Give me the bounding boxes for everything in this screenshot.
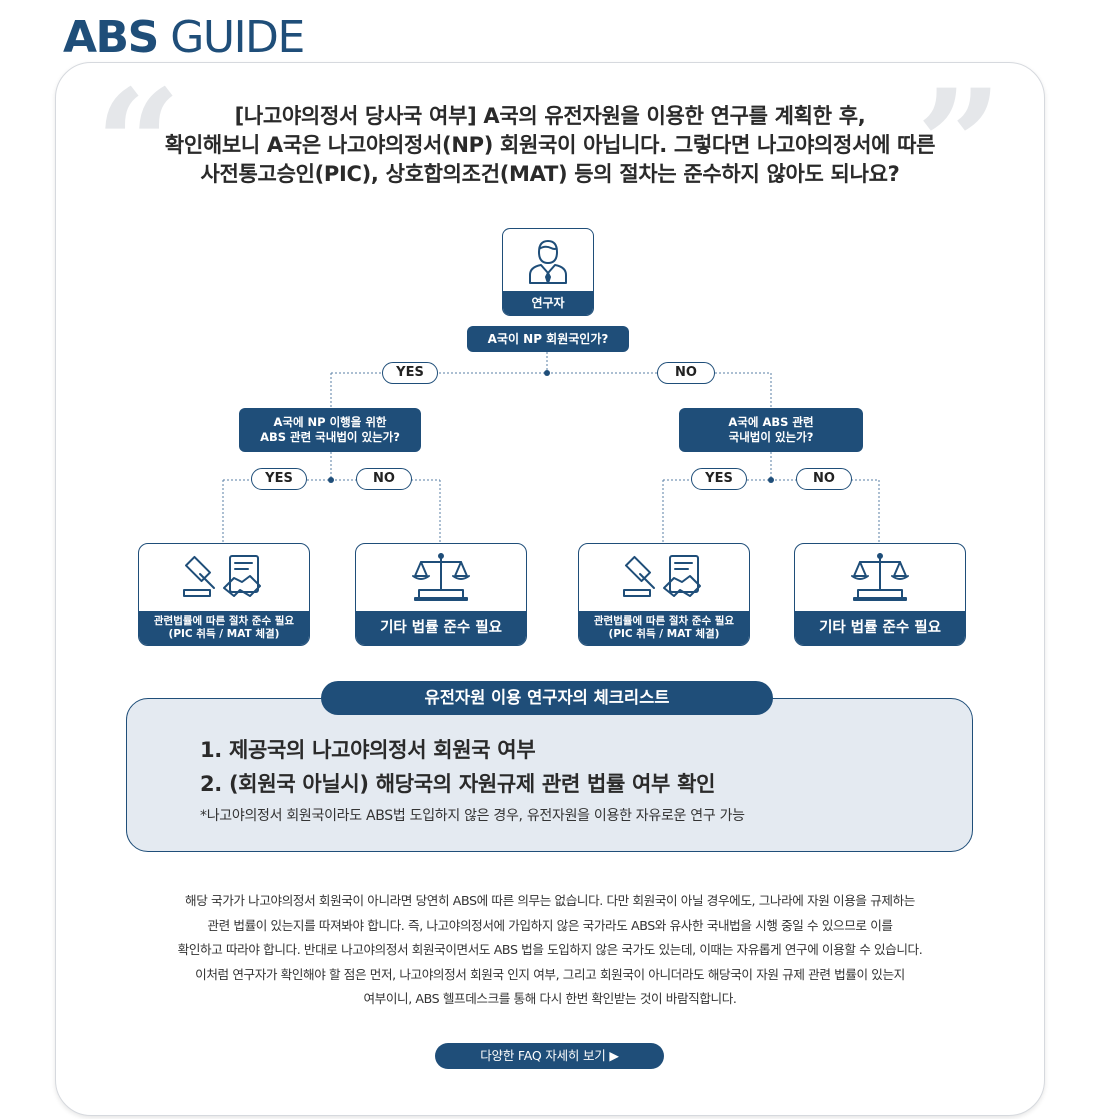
result-comply-procedure: 관련법률에 따른 절차 준수 필요 (PIC 취득 / MAT 체결) xyxy=(578,543,750,646)
yes-label: YES xyxy=(382,362,438,384)
checklist-item: 2. (회원국 아닐시) 해당국의 자원규제 관련 법률 여부 확인 xyxy=(200,772,716,796)
result-other-label: 기타 법률 준수 필요 xyxy=(795,611,965,645)
gavel-handshake-icons xyxy=(579,550,749,606)
logo-light: GUIDE xyxy=(170,12,305,63)
scales-icon xyxy=(795,550,965,606)
no-label: NO xyxy=(796,468,852,490)
result-comply-procedure: 관련법률에 따른 절차 준수 필요 (PIC 취득 / MAT 체결) xyxy=(138,543,310,646)
question-line: 확인해보니 A국은 나고야의정서(NP) 회원국이 아닙니다. 그렇다면 나고야… xyxy=(164,133,936,157)
logo-bold: ABS xyxy=(63,12,159,63)
q3-line: 국내법이 있는가? xyxy=(728,430,814,444)
answer-line: 확인하고 따라야 합니다. 반대로 나고야의정서 회원국이면서도 ABS 법을 … xyxy=(177,942,923,957)
result-other-law: 기타 법률 준수 필요 xyxy=(355,543,527,646)
q2-line: A국에 NP 이행을 위한 xyxy=(273,415,387,429)
result-comply-line: (PIC 취득 / MAT 체결) xyxy=(168,628,280,640)
handshake-document-icon xyxy=(663,555,701,597)
gavel-handshake-icons xyxy=(139,550,309,606)
question-np-domestic-law: A국에 NP 이행을 위한 ABS 관련 국내법이 있는가? xyxy=(239,408,421,452)
open-quote-icon: “ xyxy=(95,57,182,233)
handshake-document-icon xyxy=(223,555,261,597)
answer-line: 이처럼 연구자가 확인해야 할 점은 먼저, 나고야의정서 회원국 인지 여부,… xyxy=(195,966,905,982)
yes-label: YES xyxy=(251,468,307,490)
result-other-label: 기타 법률 준수 필요 xyxy=(356,611,526,645)
scales-icon xyxy=(356,550,526,606)
faq-more-button[interactable]: 다양한 FAQ 자세히 보기 ▶ xyxy=(435,1043,664,1069)
gavel-icon xyxy=(183,555,215,597)
question-line: [나고야의정서 당사국 여부] A국의 유전자원을 이용한 연구를 계획한 후, xyxy=(234,104,866,128)
question-abs-domestic-law: A국에 ABS 관련 국내법이 있는가? xyxy=(679,408,863,452)
question-text: [나고야의정서 당사국 여부] A국의 유전자원을 이용한 연구를 계획한 후,… xyxy=(110,102,990,189)
result-other-law: 기타 법률 준수 필요 xyxy=(794,543,966,646)
checklist-title: 유전자원 이용 연구자의 체크리스트 xyxy=(321,681,773,715)
result-comply-line: (PIC 취득 / MAT 체결) xyxy=(608,628,720,640)
researcher-node: 연구자 xyxy=(502,228,594,316)
answer-line: 관련 법률이 있는지를 따져봐야 합니다. 즉, 나고야의정서에 가입하지 않은… xyxy=(207,917,893,933)
checklist-note: *나고야의정서 회원국이라도 ABS법 도입하지 않은 경우, 유전자원을 이용… xyxy=(200,808,745,824)
result-comply-label: 관련법률에 따른 절차 준수 필요 (PIC 취득 / MAT 체결) xyxy=(139,611,309,645)
question-np-member: A국이 NP 회원국인가? xyxy=(467,326,629,352)
question-line: 사전통고승인(PIC), 상호합의조건(MAT) 등의 절차는 준수하지 않아도… xyxy=(200,162,900,186)
result-comply-line: 관련법률에 따른 절차 준수 필요 xyxy=(593,615,735,627)
result-comply-label: 관련법률에 따른 절차 준수 필요 (PIC 취득 / MAT 체결) xyxy=(579,611,749,645)
checklist-item: 1. 제공국의 나고야의정서 회원국 여부 xyxy=(200,738,536,762)
no-label: NO xyxy=(657,362,715,384)
close-quote-icon: ” xyxy=(916,57,1003,233)
yes-label: YES xyxy=(691,468,747,490)
no-label: NO xyxy=(356,468,412,490)
answer-line: 여부이니, ABS 헬프데스크를 통해 다시 한번 확인받는 것이 바람직합니다… xyxy=(363,991,737,1006)
q2-line: ABS 관련 국내법이 있는가? xyxy=(260,430,400,444)
checklist-box xyxy=(126,698,973,852)
q3-line: A국에 ABS 관련 xyxy=(728,415,814,429)
answer-line: 해당 국가가 나고야의정서 회원국이 아니라면 당연히 ABS에 따른 의무는 … xyxy=(185,893,915,908)
person-icon xyxy=(527,235,569,289)
abs-guide-logo: ABS GUIDE xyxy=(63,10,305,66)
result-comply-line: 관련법률에 따른 절차 준수 필요 xyxy=(153,615,295,627)
researcher-label: 연구자 xyxy=(503,291,593,315)
gavel-icon xyxy=(623,555,655,597)
answer-paragraph: 해당 국가가 나고야의정서 회원국이 아니라면 당연히 ABS에 따른 의무는 … xyxy=(70,889,1030,1012)
